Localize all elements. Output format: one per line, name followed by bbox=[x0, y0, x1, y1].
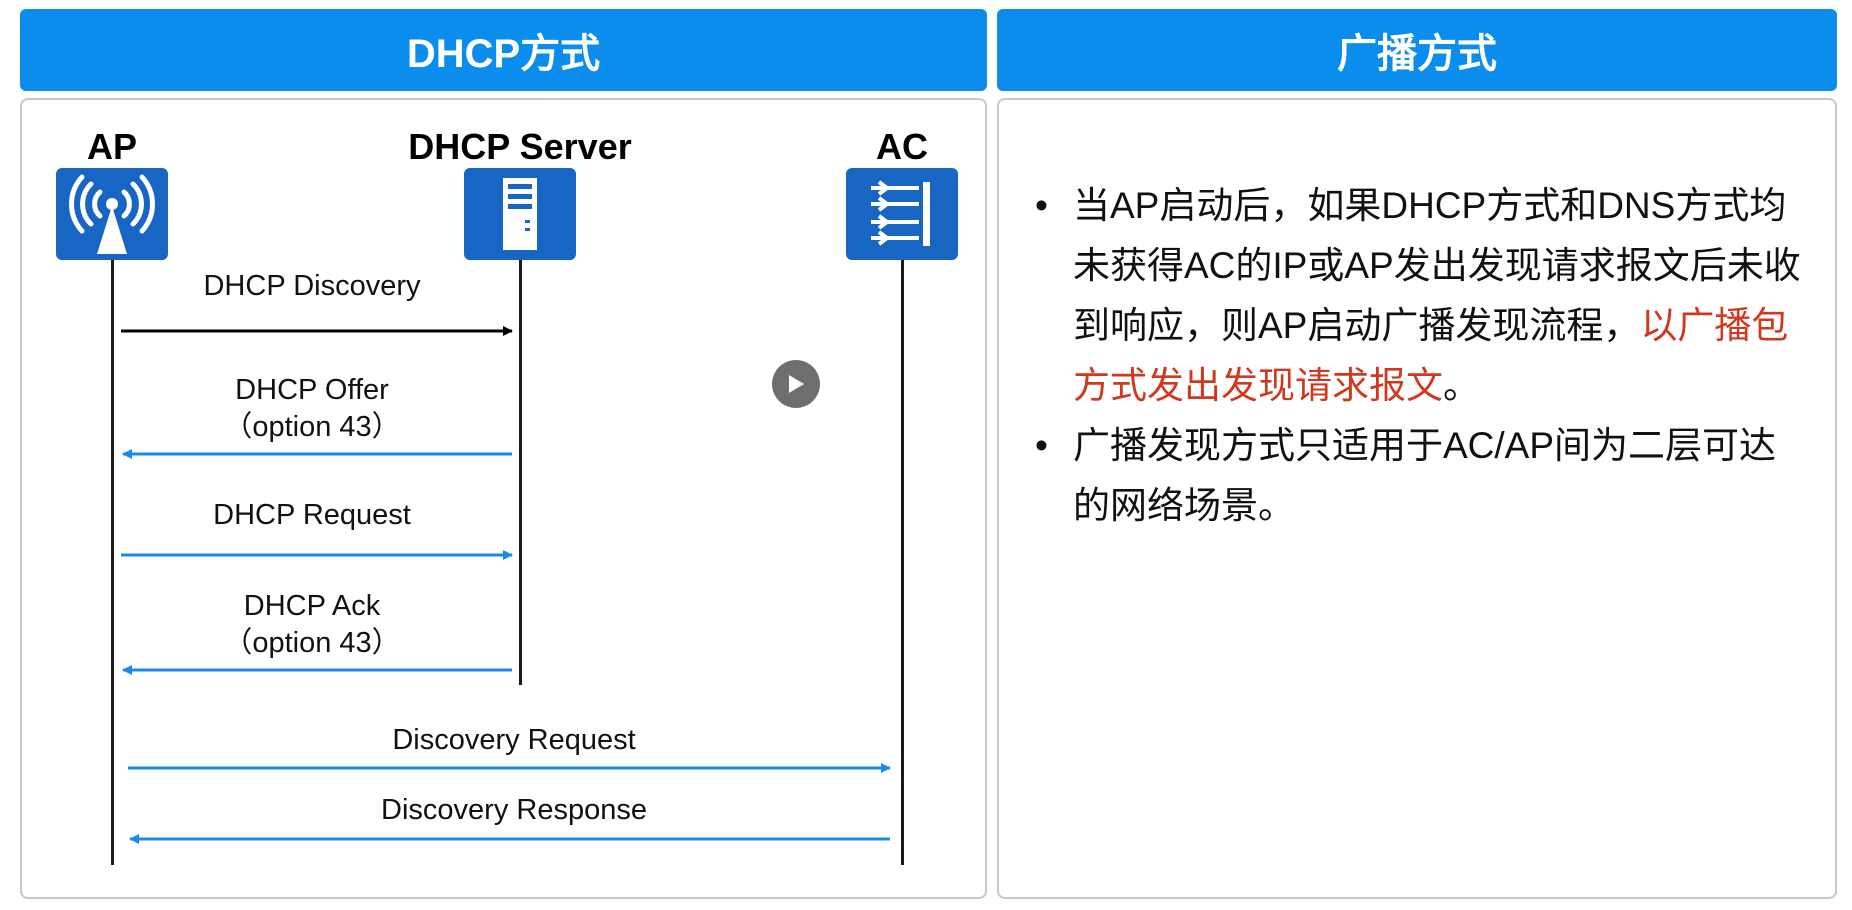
bullet-dot: • bbox=[1035, 425, 1048, 466]
access-controller-icon bbox=[846, 168, 958, 260]
broadcast-method-title: 广播方式 bbox=[1337, 32, 1497, 76]
dhcp-server-lifeline bbox=[519, 260, 522, 685]
bullet-1-text: 当AP启动后，如果DHCP方式和DNS方式均未获得AC的IP或AP发出发现请求报… bbox=[1073, 185, 1801, 346]
ac-label: AC bbox=[876, 126, 928, 167]
dhcp-ack-label: DHCP Ack （option 43） bbox=[223, 590, 401, 659]
server-icon bbox=[464, 168, 576, 260]
discovery-response-label: Discovery Response bbox=[381, 794, 647, 826]
bullet-1-highlight: 以广播包方式发出发现请求报文 bbox=[1073, 305, 1789, 406]
dhcp-offer-label: DHCP Offer （option 43） bbox=[223, 374, 401, 443]
bullet-item-1: • 当AP启动后，如果DHCP方式和DNS方式均未获得AC的IP或AP发出发现请… bbox=[1027, 176, 1807, 416]
dhcp-request-label: DHCP Request bbox=[213, 499, 411, 531]
broadcast-description-panel bbox=[997, 98, 1837, 899]
dhcp-server-label: DHCP Server bbox=[408, 126, 632, 167]
dhcp-discovery-label: DHCP Discovery bbox=[203, 270, 421, 302]
bullet-dot: • bbox=[1035, 185, 1048, 226]
bullet-1-end: 。 bbox=[1443, 365, 1480, 406]
play-button[interactable] bbox=[772, 360, 820, 408]
dhcp-method-title: DHCP方式 bbox=[406, 32, 601, 76]
ap-lifeline bbox=[111, 260, 114, 865]
dhcp-method-header: DHCP方式 bbox=[20, 9, 987, 91]
bullet-2-text: 广播发现方式只适用于AC/AP间为二层可达的网络场景。 bbox=[1073, 425, 1777, 526]
ac-lifeline bbox=[901, 260, 904, 865]
broadcast-bullet-list: • 当AP启动后，如果DHCP方式和DNS方式均未获得AC的IP或AP发出发现请… bbox=[1027, 176, 1807, 536]
broadcast-method-header: 广播方式 bbox=[997, 9, 1837, 91]
play-icon bbox=[789, 375, 804, 393]
discovery-request-label: Discovery Request bbox=[392, 724, 636, 756]
bullet-item-2: • 广播发现方式只适用于AC/AP间为二层可达的网络场景。 bbox=[1027, 416, 1807, 536]
wireless-ap-icon bbox=[56, 168, 168, 260]
ap-label: AP bbox=[86, 126, 138, 167]
